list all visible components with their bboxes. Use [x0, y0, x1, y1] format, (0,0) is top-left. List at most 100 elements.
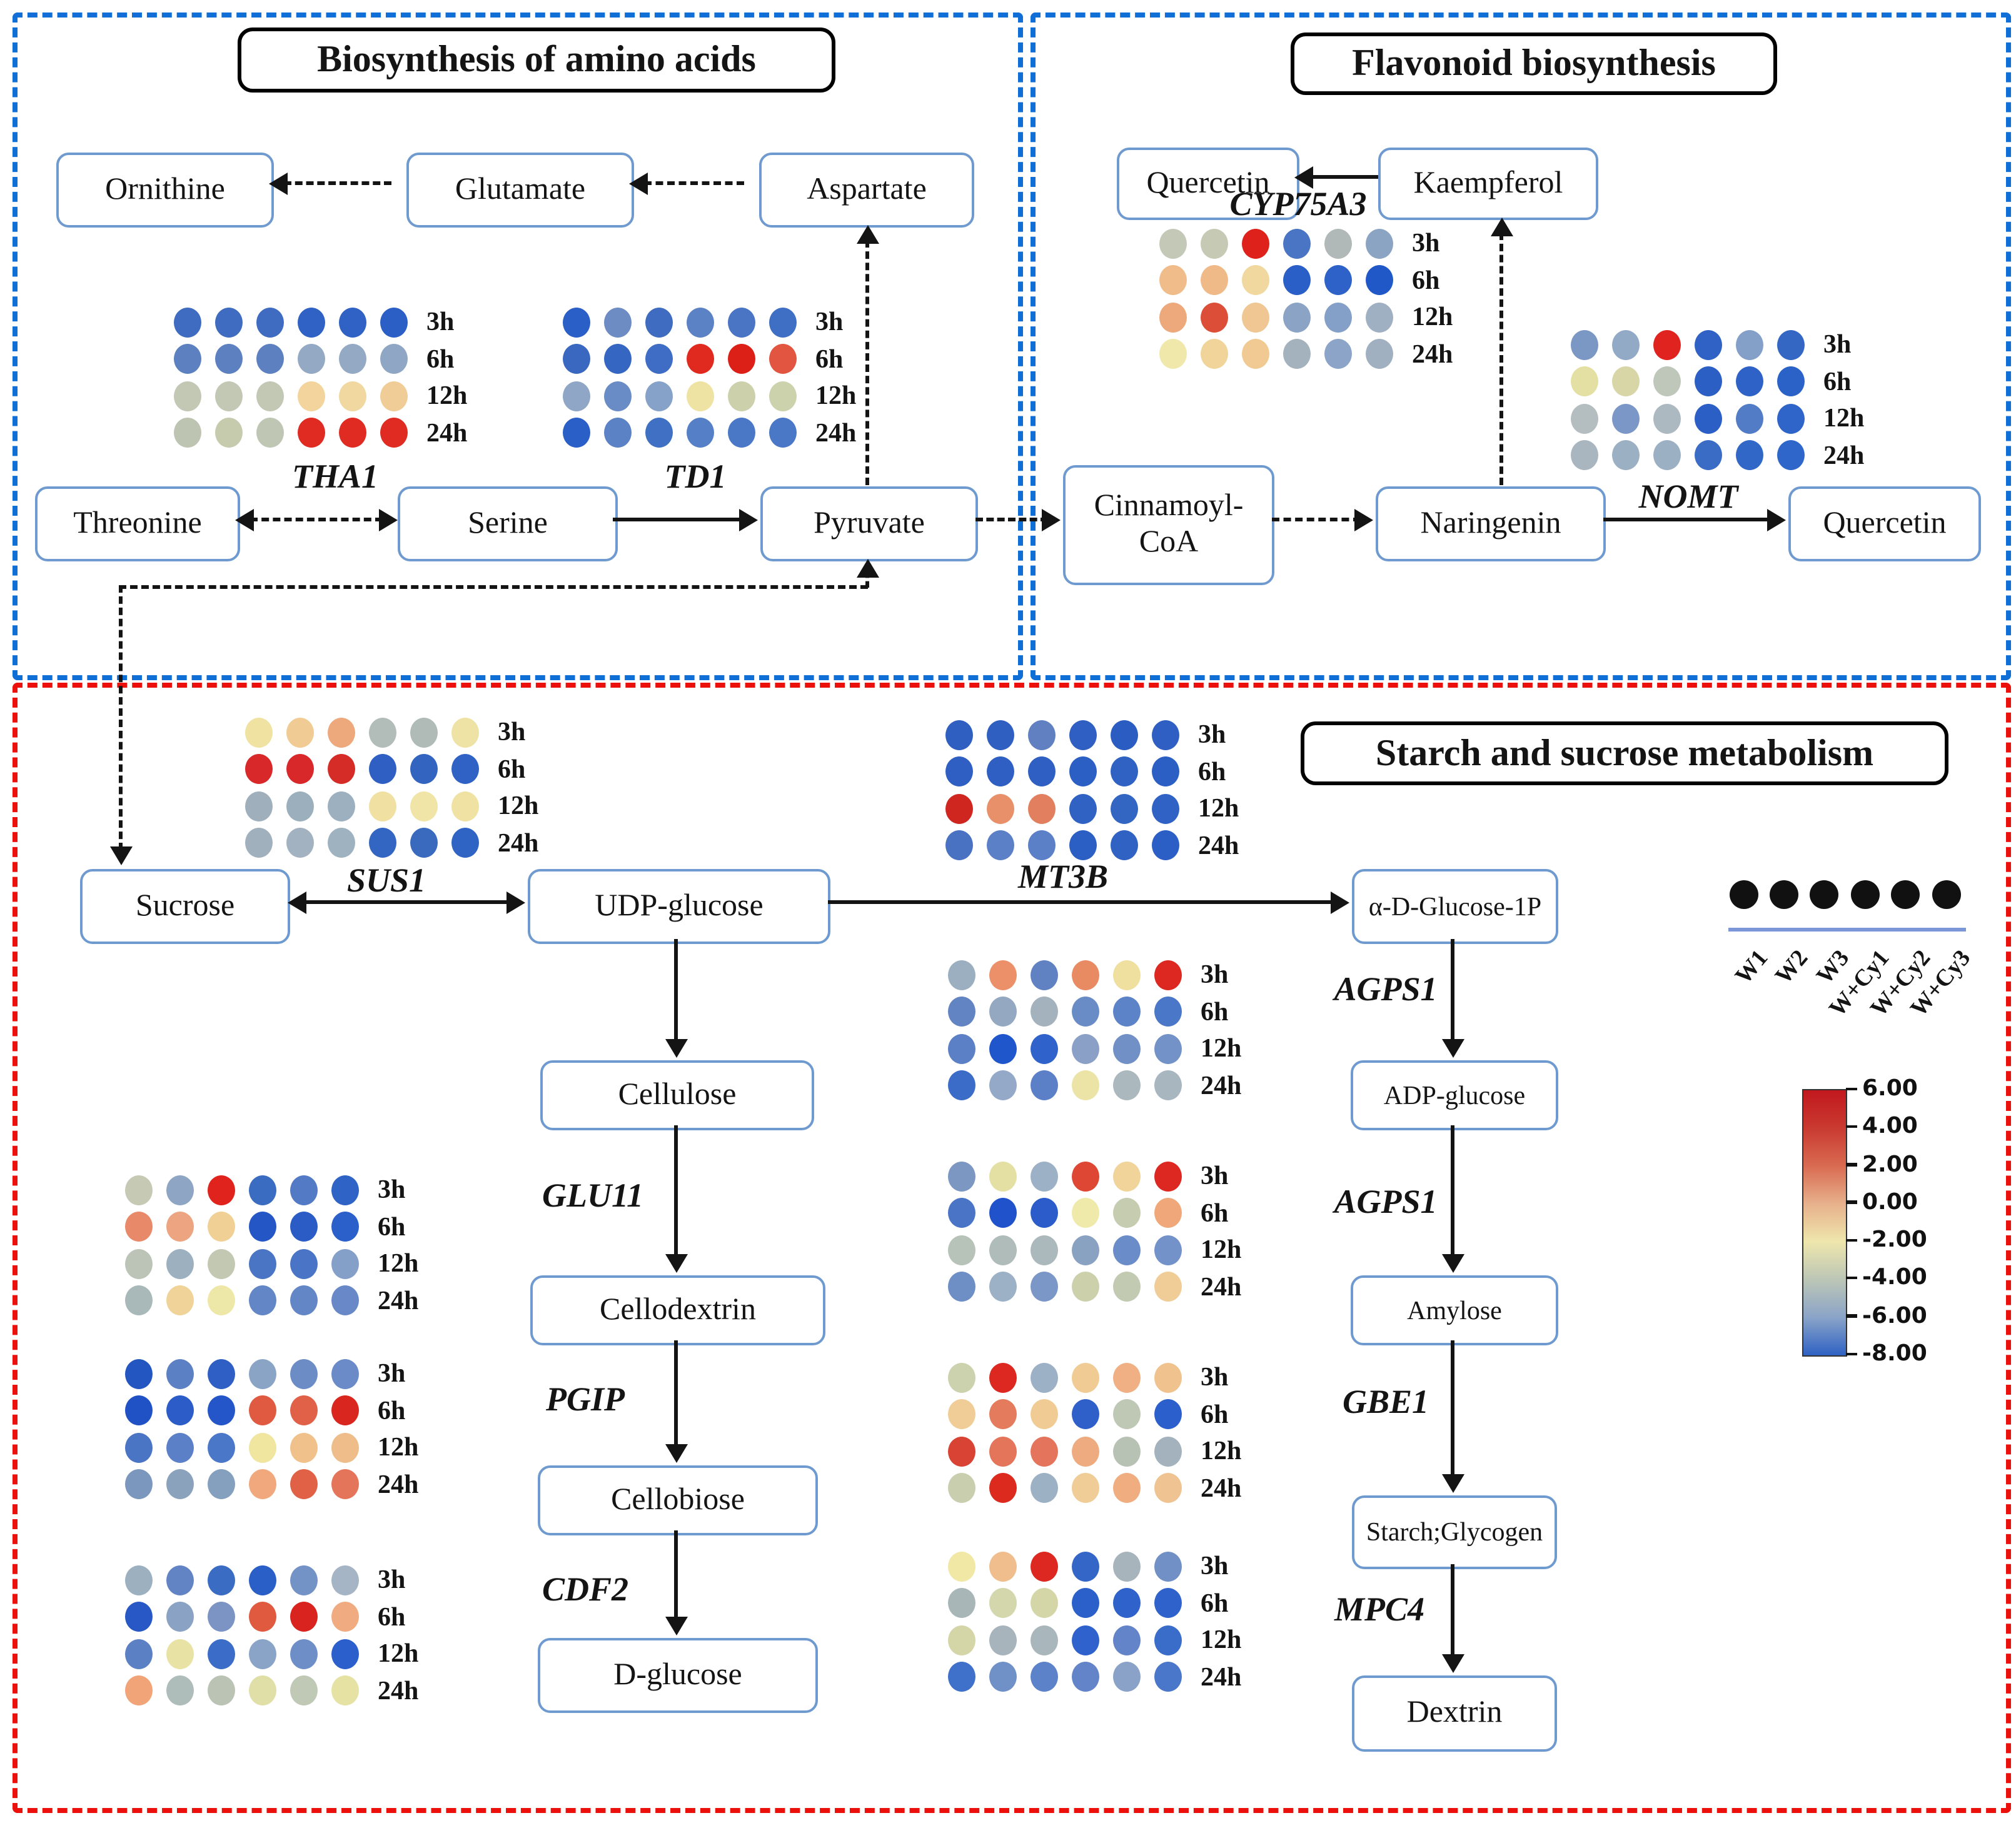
heat-dot	[948, 1473, 975, 1504]
gene-agps1-first: AGPS1	[1334, 970, 1438, 1008]
heat-dot	[1113, 997, 1141, 1027]
time-label: 3h	[815, 306, 844, 337]
heatmap-row: 3h	[125, 1562, 418, 1599]
heat-dot	[563, 307, 590, 338]
heatmap-row: 6h	[948, 993, 1241, 1030]
node-quercetin: Quercetin	[1788, 486, 1981, 561]
time-label: 24h	[1201, 1271, 1242, 1302]
heat-dot	[563, 418, 590, 448]
heatmap-row: 6h	[245, 751, 538, 788]
time-label: 12h	[1201, 1435, 1242, 1466]
heat-dot	[1072, 1436, 1099, 1467]
heat-dot	[1324, 265, 1352, 296]
node-cellobiose: Cellobiose	[538, 1465, 818, 1535]
heat-dot	[380, 344, 408, 374]
heatmap-row: 3h	[125, 1172, 418, 1208]
condition-dot	[1850, 880, 1880, 909]
gene-td1: TD1	[664, 458, 727, 495]
heat-dot	[1111, 793, 1138, 824]
heatmap-row: 3h	[125, 1355, 418, 1392]
heat-dot	[987, 793, 1014, 824]
heat-dot	[410, 717, 438, 748]
heat-dot	[125, 1395, 153, 1426]
heat-dot	[245, 791, 273, 821]
node-alpha-d-glucose-1p: α-D-Glucose-1P	[1352, 869, 1558, 944]
node-label: Quercetin	[1823, 506, 1947, 540]
heat-dot	[987, 756, 1014, 787]
colorbar-tick-mark	[1846, 1087, 1857, 1090]
heat-dot	[728, 344, 755, 374]
heat-dot	[208, 1285, 235, 1316]
heat-dot	[948, 1399, 975, 1430]
heat-dot	[987, 720, 1014, 750]
arrow-adp-amylose-line	[1451, 1125, 1454, 1260]
heat-dot	[1152, 756, 1179, 787]
node-label: Cinnamoyl-	[1094, 489, 1244, 523]
heat-dot	[328, 754, 355, 785]
heat-dot	[989, 1625, 1017, 1655]
heat-dot	[249, 1395, 276, 1426]
heat-dot	[1072, 1399, 1099, 1430]
arrowhead-dglucose-down	[665, 1617, 688, 1635]
time-label: 24h	[815, 417, 857, 448]
heat-dot	[1111, 720, 1138, 750]
arrow-serine-pyruvate-line	[613, 518, 743, 521]
node-label: Sucrose	[135, 888, 235, 923]
colorbar-tick-label: 4.00	[1862, 1113, 1918, 1140]
heat-dot	[249, 1212, 276, 1242]
arrowhead-sucrose	[288, 891, 306, 914]
time-label: 3h	[378, 1358, 406, 1389]
heat-dot	[1154, 1473, 1182, 1504]
arrowhead-cellulose-down	[665, 1039, 688, 1058]
heat-dot	[166, 1432, 194, 1463]
heat-dot	[1072, 1070, 1099, 1101]
heat-dot	[945, 756, 973, 787]
heatmap-row: 24h	[948, 1659, 1241, 1695]
heat-dot	[563, 381, 590, 411]
time-label: 12h	[1412, 301, 1453, 332]
colorbar-tick-label: 6.00	[1862, 1075, 1918, 1102]
heatmap-row: 12h	[125, 1245, 418, 1282]
heat-dot	[215, 344, 243, 374]
heatmap-row: 6h	[945, 753, 1239, 790]
section-starch-sucrose	[13, 683, 2011, 1813]
heatmap-row: 3h	[948, 1158, 1241, 1195]
heat-dot	[208, 1432, 235, 1463]
arrow-naringenin-kaempferol-line	[1499, 233, 1503, 485]
heat-dot	[1113, 1362, 1141, 1393]
arrow-udp-glucose1p-line	[828, 900, 1334, 904]
heat-dot	[125, 1639, 153, 1669]
heat-dot	[1736, 366, 1763, 397]
heatmap-row: 24h	[1571, 437, 1864, 474]
heat-dot	[166, 1639, 194, 1669]
heatmap-row: 24h	[563, 414, 856, 451]
heatmap-row: 12h	[945, 790, 1239, 827]
gene-cyp75a3: CYP75A3	[1229, 185, 1367, 223]
heat-dot	[1072, 1473, 1099, 1504]
gene-agps1-second: AGPS1	[1334, 1183, 1438, 1220]
heat-dot	[1201, 302, 1228, 333]
heat-dot	[945, 793, 973, 824]
heat-dot	[215, 418, 243, 448]
heat-dot	[249, 1675, 276, 1706]
heat-dot	[1283, 228, 1311, 259]
node-glutamate: Glutamate	[406, 153, 634, 228]
heat-dot	[245, 828, 273, 858]
elbow-vertical-line	[119, 585, 123, 850]
heat-dot	[331, 1639, 359, 1669]
heatmap-row: 6h	[1159, 262, 1453, 299]
heat-dot	[339, 381, 366, 411]
heat-dot	[1154, 1625, 1182, 1655]
heatmap-row: 24h	[125, 1672, 418, 1709]
heat-dot	[1154, 1272, 1182, 1302]
heat-dot	[249, 1639, 276, 1669]
heat-dot	[1571, 329, 1598, 360]
section-flavonoid	[1031, 13, 2011, 680]
heat-dot	[1072, 1033, 1099, 1064]
heat-dot	[249, 1175, 276, 1205]
colorbar-tick-mark	[1846, 1276, 1857, 1280]
